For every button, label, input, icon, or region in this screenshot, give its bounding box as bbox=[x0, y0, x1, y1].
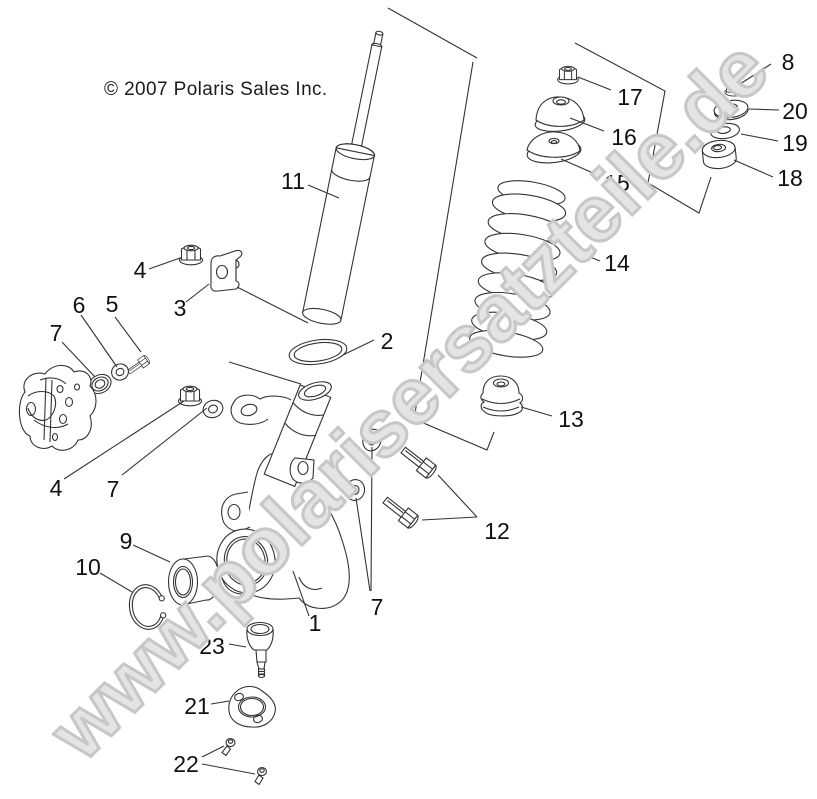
callout-10: 10 bbox=[75, 554, 101, 580]
part-12-bolt-lower bbox=[379, 493, 421, 531]
part-7-washer-right-lower bbox=[344, 479, 366, 501]
backing-panel-large bbox=[387, 7, 495, 451]
callout-22: 22 bbox=[173, 751, 199, 777]
callout-4b: 4 bbox=[50, 475, 63, 501]
part-20-washer bbox=[713, 99, 749, 121]
part-3-clamp bbox=[210, 249, 243, 292]
backing-panel-small bbox=[574, 42, 712, 214]
callout-23: 23 bbox=[199, 633, 225, 659]
part-16-spring-retainer-upper bbox=[534, 96, 586, 132]
callout-4a: 4 bbox=[134, 257, 147, 283]
part-19-washer bbox=[710, 122, 740, 140]
callout-12: 12 bbox=[484, 518, 510, 544]
callout-5: 5 bbox=[106, 291, 119, 317]
part-18-bushing bbox=[701, 139, 737, 170]
callout-8: 8 bbox=[782, 49, 795, 75]
callout-19: 19 bbox=[782, 130, 808, 156]
part-1-strut-housing bbox=[216, 381, 350, 609]
callout-14: 14 bbox=[604, 250, 630, 276]
callout-7c: 7 bbox=[371, 594, 384, 620]
part-12-bolt-upper bbox=[397, 443, 439, 481]
callout-7b: 7 bbox=[107, 476, 120, 502]
part-13-bump-stop bbox=[480, 375, 524, 417]
callout-21: 21 bbox=[184, 693, 210, 719]
leader-lines bbox=[61, 63, 780, 775]
part-15-spring-retainer-lower bbox=[526, 131, 582, 164]
part-2-gasket bbox=[288, 338, 348, 366]
part-10-snap-ring bbox=[128, 584, 167, 630]
callout-16: 16 bbox=[611, 124, 637, 150]
part-22-screw-lower bbox=[254, 766, 268, 786]
part-23-ball-joint bbox=[246, 621, 274, 679]
part-11-shock-absorber bbox=[302, 30, 384, 325]
copyright-text: © 2007 Polaris Sales Inc. bbox=[104, 79, 328, 100]
part-6-washer bbox=[111, 363, 129, 381]
callout-13: 13 bbox=[558, 406, 584, 432]
part-4-nut-upper bbox=[178, 244, 204, 266]
part-9-bearing bbox=[167, 555, 220, 606]
callout-7a: 7 bbox=[50, 320, 63, 346]
part-5-bolt bbox=[125, 354, 152, 377]
caliper-bracket bbox=[18, 364, 97, 451]
callout-3: 3 bbox=[174, 295, 187, 321]
callout-2: 2 bbox=[381, 328, 394, 354]
callout-15: 15 bbox=[604, 170, 630, 196]
callout-17: 17 bbox=[617, 84, 643, 110]
callout-1: 1 bbox=[309, 610, 322, 636]
callout-6: 6 bbox=[73, 292, 86, 318]
callout-18: 18 bbox=[777, 165, 803, 191]
part-7-washer-right-upper bbox=[362, 428, 382, 452]
callout-9: 9 bbox=[120, 528, 133, 554]
part-21-retainer-plate bbox=[228, 685, 276, 728]
part-17-nut bbox=[557, 65, 579, 85]
part-22-screw-upper bbox=[221, 737, 236, 757]
part-8-nut bbox=[724, 79, 744, 97]
part-7-washer-mid-left bbox=[202, 399, 224, 419]
callout-20: 20 bbox=[782, 98, 808, 124]
part-7-washer-upper-left bbox=[88, 373, 112, 395]
callout-11: 11 bbox=[281, 168, 305, 194]
part-14-coil-spring bbox=[469, 180, 567, 358]
